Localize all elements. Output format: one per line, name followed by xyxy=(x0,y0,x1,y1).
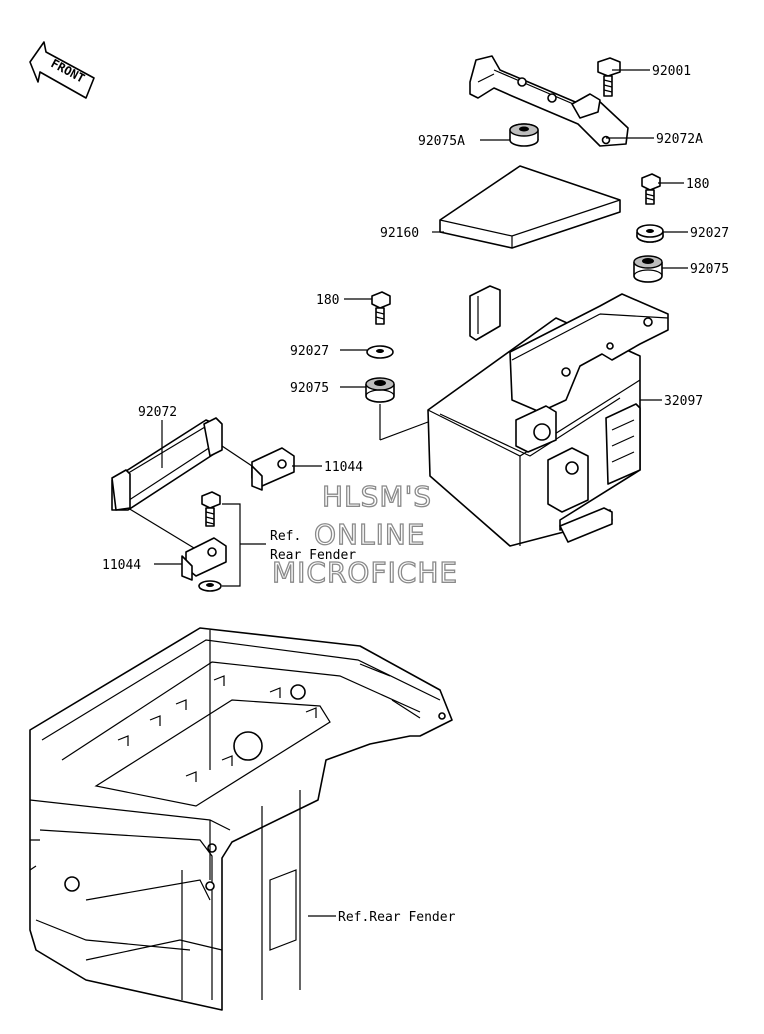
watermark-line3: MICROFICHE xyxy=(272,556,458,589)
washer-92027-left-icon xyxy=(366,345,394,359)
label-92072: 92072 xyxy=(138,405,177,420)
battery-pad-92160 xyxy=(439,165,621,249)
grommet-92075-left-icon xyxy=(365,377,395,403)
label-11044-bottom: 11044 xyxy=(102,558,141,573)
label-ref-line1: Ref. xyxy=(270,529,301,544)
washer-92027-right-icon xyxy=(636,224,664,243)
grommet-92075-right-icon xyxy=(633,255,663,283)
label-180-right: 180 xyxy=(686,177,709,192)
battery-hold-bracket-92072A xyxy=(469,55,629,147)
label-32097: 32097 xyxy=(664,394,703,409)
label-ref-bottom: Ref.Rear Fender xyxy=(338,910,456,925)
watermark-line1: HLSM'S xyxy=(322,480,432,513)
bracket-11044-bottom xyxy=(181,537,227,581)
label-92075-right: 92075 xyxy=(690,262,729,277)
label-11044-top: 11044 xyxy=(324,460,363,475)
bolt-180-right-icon xyxy=(641,173,661,205)
rear-fender xyxy=(29,627,453,1011)
battery-case-32097 xyxy=(427,285,669,547)
bolt-92001-icon xyxy=(597,57,621,97)
rubber-92075A-icon xyxy=(509,123,539,147)
washer-ref-fender-icon xyxy=(198,580,222,592)
label-92075-left: 92075 xyxy=(290,381,329,396)
leader-lines xyxy=(127,69,688,917)
label-92027-right: 92027 xyxy=(690,226,729,241)
label-92001: 92001 xyxy=(652,64,691,79)
label-92027-left: 92027 xyxy=(290,344,329,359)
bolt-ref-fender-icon xyxy=(201,491,221,527)
watermark-line2: ONLINE xyxy=(314,518,425,551)
front-arrow-icon: FRONT xyxy=(29,41,95,99)
label-92160: 92160 xyxy=(380,226,419,241)
bracket-11044-top xyxy=(251,447,295,491)
bolt-180-left-icon xyxy=(371,291,391,325)
label-ref-line2: Rear Fender xyxy=(270,548,356,563)
label-180-left: 180 xyxy=(316,293,339,308)
battery-strap-92072 xyxy=(111,417,223,511)
label-92075A: 92075A xyxy=(418,134,465,149)
label-92072A: 92072A xyxy=(656,132,703,147)
